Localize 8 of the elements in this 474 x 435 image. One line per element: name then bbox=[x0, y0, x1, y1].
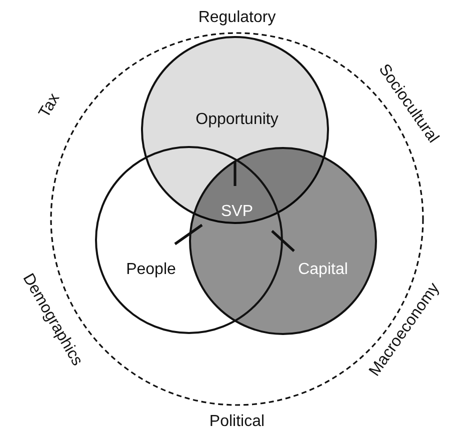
circle-label: People bbox=[126, 261, 176, 279]
circle-label: SVP bbox=[221, 203, 253, 221]
circle-label: Opportunity bbox=[196, 111, 278, 129]
circle-label: Capital bbox=[298, 261, 348, 279]
people-circle bbox=[95, 146, 283, 334]
factor-label: Tax bbox=[36, 90, 64, 122]
factor-label: Regulatory bbox=[198, 9, 276, 27]
factor-label: Political bbox=[209, 413, 265, 431]
